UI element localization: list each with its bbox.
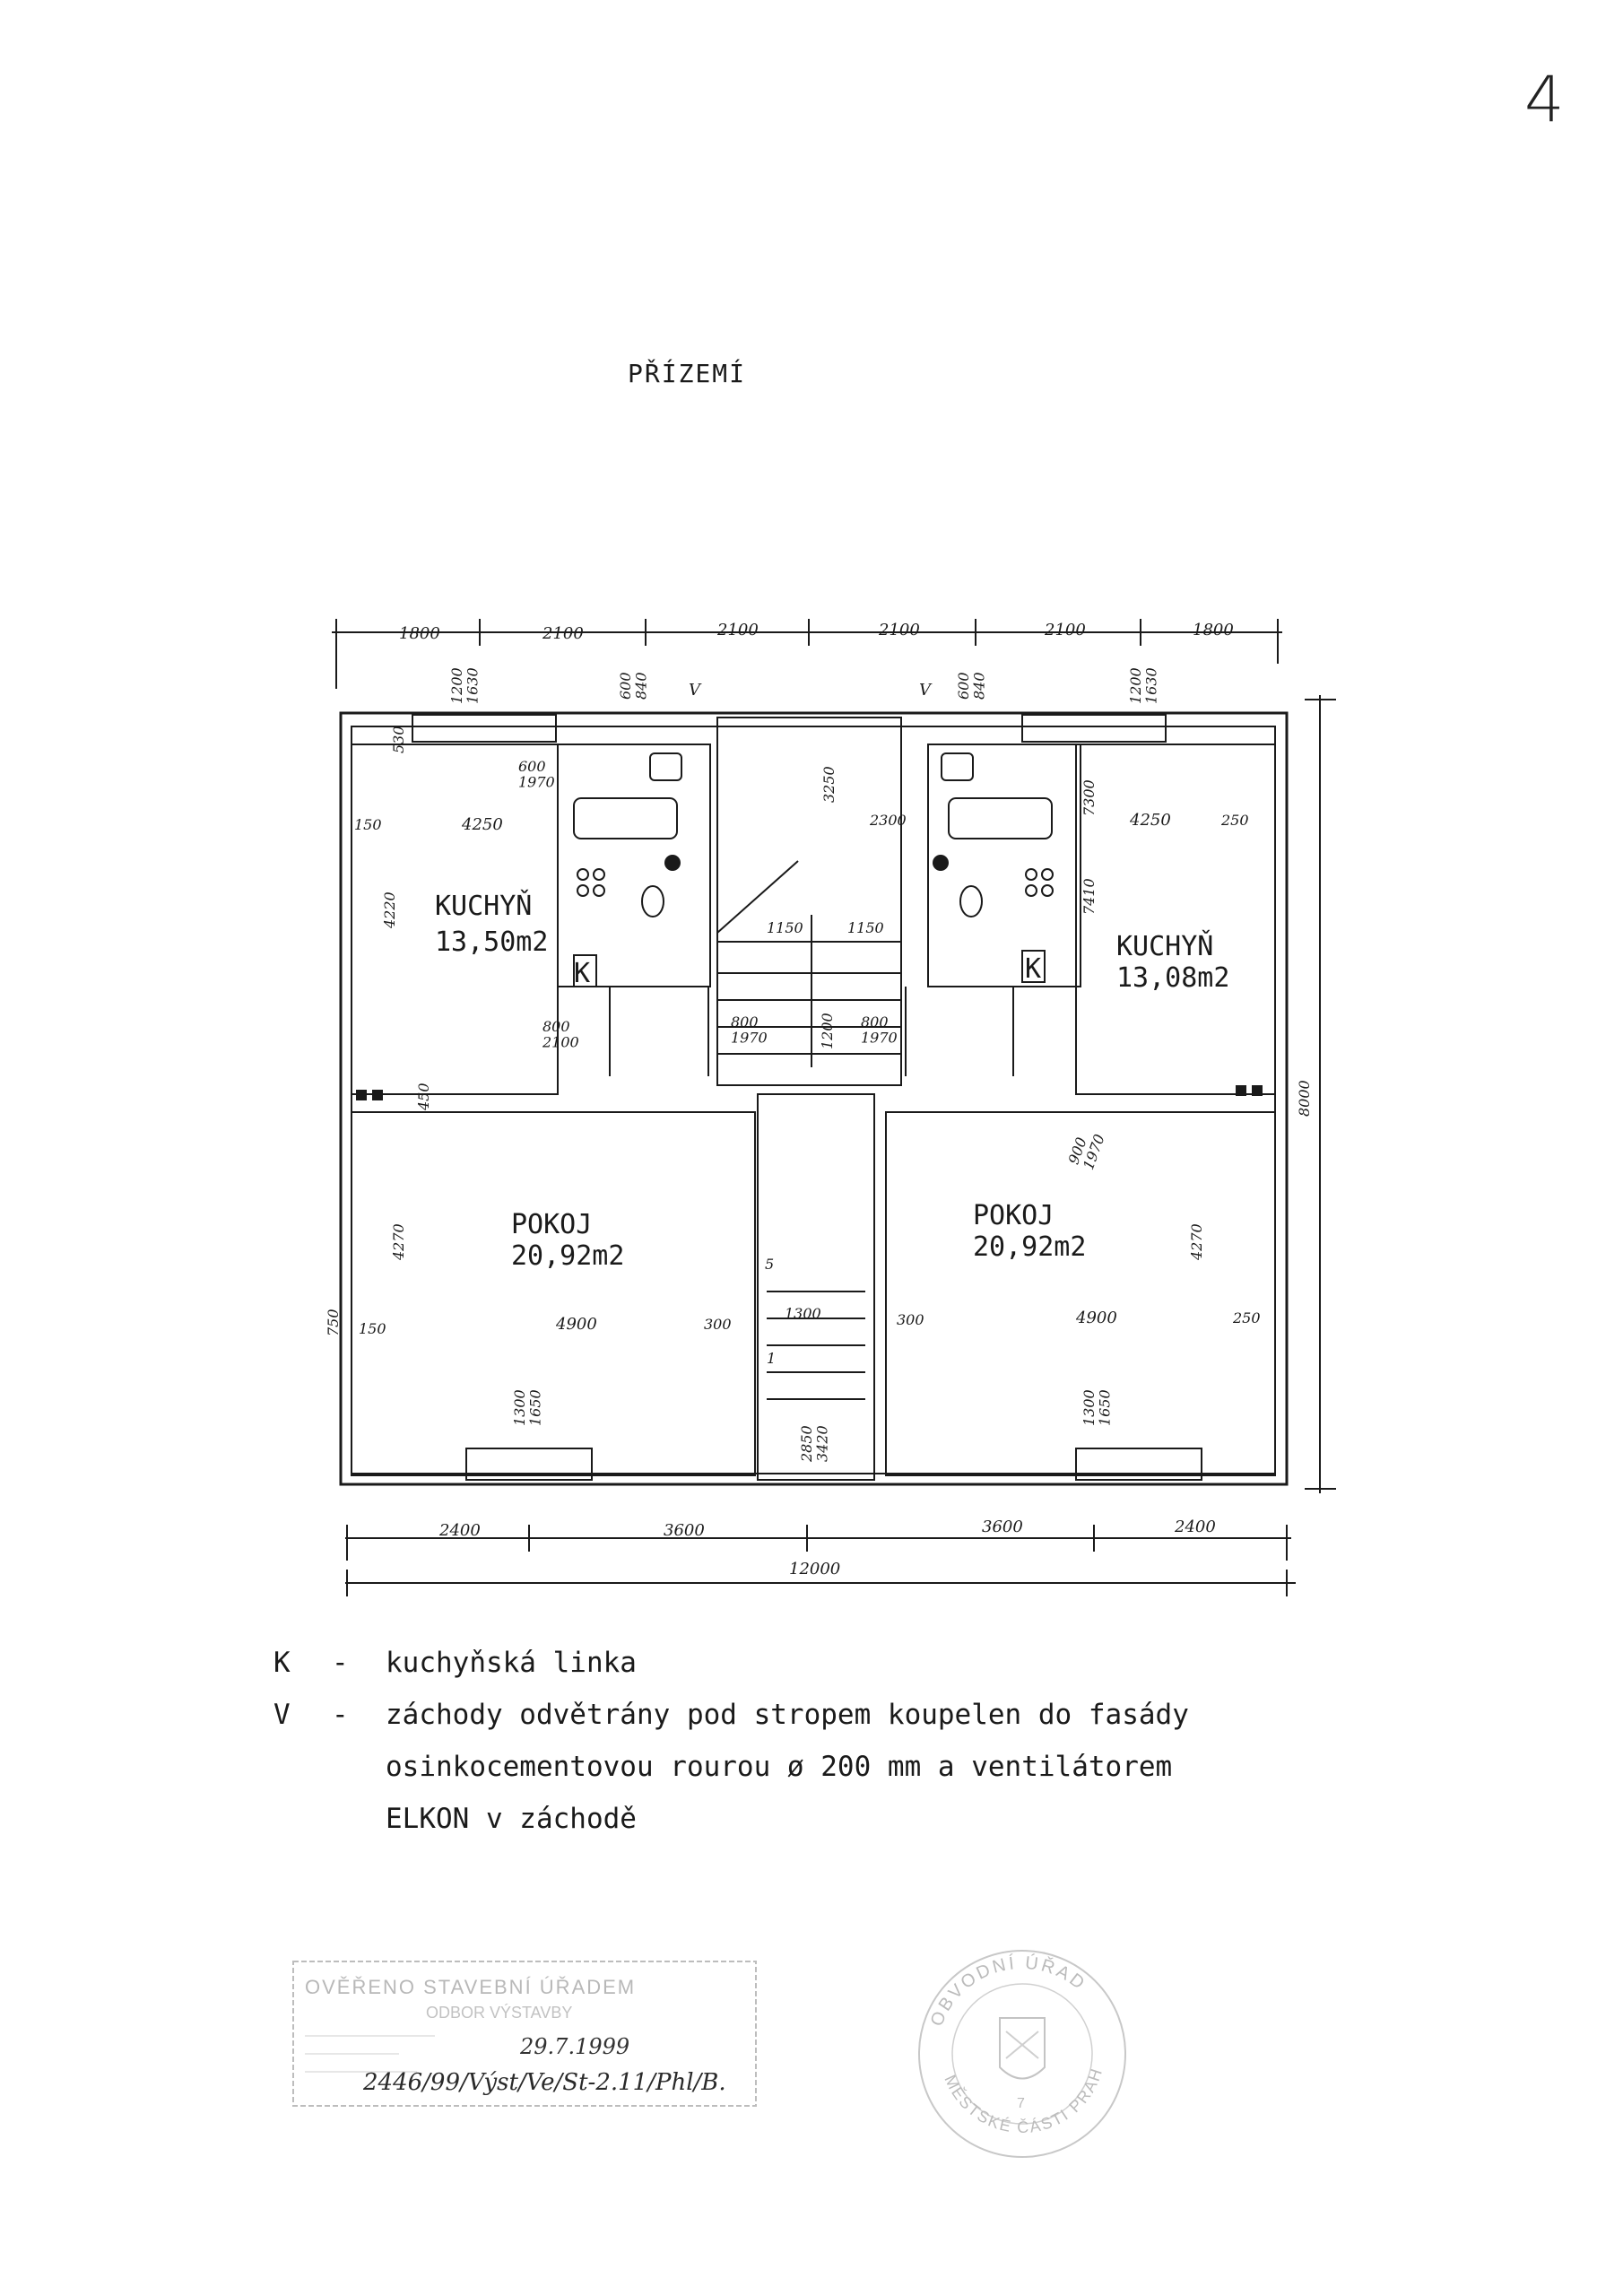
dim-150-b: 150 bbox=[359, 1320, 386, 1337]
dim-bottom-2: 3600 bbox=[664, 1521, 705, 1540]
kitchen-left-name: KUCHYŇ bbox=[435, 890, 532, 922]
kitchen-right-name: KUCHYŇ bbox=[1116, 930, 1213, 962]
legend-text: osinkocementovou rourou ø 200 mm a venti… bbox=[386, 1751, 1173, 1783]
dim-4270-right: 4270 bbox=[1188, 1223, 1205, 1261]
dim-1150-a: 1150 bbox=[767, 919, 803, 936]
dim-top-4: 2100 bbox=[878, 621, 920, 639]
legend-dash: - bbox=[332, 1699, 349, 1731]
dim-7300: 7300 bbox=[1081, 779, 1098, 816]
dim-4270-left: 4270 bbox=[390, 1223, 407, 1261]
legend-key bbox=[273, 1793, 332, 1845]
svg-text:7: 7 bbox=[1017, 2096, 1025, 2111]
dim-2850-3420: 28503420 bbox=[798, 1425, 831, 1463]
legend: K - kuchyňská linka V - záchody odvětrán… bbox=[273, 1637, 1189, 1845]
dim-1300: 1300 bbox=[785, 1305, 821, 1322]
dim-750: 750 bbox=[325, 1309, 342, 1336]
dim-450: 450 bbox=[415, 1083, 432, 1111]
room-right-name: POKOJ bbox=[973, 1200, 1054, 1231]
legend-row: osinkocementovou rourou ø 200 mm a venti… bbox=[273, 1741, 1189, 1793]
room-right-area: 20,92m2 bbox=[973, 1231, 1086, 1263]
legend-key bbox=[273, 1741, 332, 1793]
dim-250-a: 250 bbox=[1220, 812, 1249, 829]
dim-300-right: 300 bbox=[897, 1311, 924, 1328]
dim-1300-1650-left: 13001650 bbox=[511, 1389, 544, 1426]
svg-text:29.7.1999: 29.7.1999 bbox=[519, 2034, 629, 2059]
page-number: 4 bbox=[1524, 63, 1565, 136]
kitchen-right-area: 13,08m2 bbox=[1116, 962, 1229, 994]
legend-text: kuchyňská linka bbox=[386, 1647, 637, 1679]
room-left-name: POKOJ bbox=[511, 1209, 592, 1240]
dim-3250: 3250 bbox=[820, 766, 838, 803]
legend-text: ELKON v záchodě bbox=[386, 1803, 637, 1835]
stair-mark-1: 1 bbox=[767, 1350, 776, 1367]
dim-4900-left: 4900 bbox=[555, 1315, 597, 1334]
stair-mark-5: 5 bbox=[765, 1256, 774, 1273]
dim-overall-height: 8000 bbox=[1296, 1080, 1313, 1117]
dim-600-840-left: 600840 bbox=[617, 672, 650, 700]
dim-4250-left: 4250 bbox=[461, 815, 503, 834]
dim-4900-right: 4900 bbox=[1075, 1309, 1117, 1327]
mark-v-right: V bbox=[919, 681, 933, 700]
dim-150-a: 150 bbox=[354, 816, 382, 833]
dim-bottom-1: 2400 bbox=[438, 1521, 481, 1540]
legend-text: záchody odvětrány pod stropem koupelen d… bbox=[386, 1699, 1189, 1731]
svg-text:ODBOR VÝSTAVBY: ODBOR VÝSTAVBY bbox=[426, 2004, 572, 2022]
legend-key: K bbox=[273, 1647, 291, 1679]
dim-600-840-right: 600840 bbox=[955, 672, 988, 700]
legend-row: ELKON v záchodě bbox=[273, 1793, 1189, 1845]
legend-key: V bbox=[273, 1699, 291, 1731]
dim-2300: 2300 bbox=[869, 812, 907, 829]
dim-1200: 1200 bbox=[819, 1013, 836, 1049]
page-title: PŘÍZEMÍ bbox=[628, 359, 747, 388]
dim-4220: 4220 bbox=[381, 891, 398, 929]
svg-text:2446/99/Výst/Ve/St-2.11/Phl/B.: 2446/99/Výst/Ve/St-2.11/Phl/B. bbox=[362, 2069, 726, 2096]
dim-bottom-3: 3600 bbox=[982, 1518, 1023, 1536]
mark-v-left: V bbox=[689, 681, 702, 700]
legend-dash: - bbox=[332, 1647, 349, 1679]
dim-7410: 7410 bbox=[1081, 878, 1098, 915]
dim-1200-1630-left: 12001630 bbox=[448, 667, 482, 704]
dim-bottom-4: 2400 bbox=[1174, 1518, 1216, 1536]
kitchen-left-area: 13,50m2 bbox=[435, 926, 548, 958]
svg-text:OVĚŘENO STAVEBNÍ ÚŘADEM: OVĚŘENO STAVEBNÍ ÚŘADEM bbox=[305, 1976, 636, 1998]
room-left-area: 20,92m2 bbox=[511, 1240, 624, 1272]
dim-4250-right: 4250 bbox=[1129, 811, 1171, 830]
dim-top-2: 2100 bbox=[542, 624, 584, 643]
mark-k-right: K bbox=[1025, 953, 1041, 985]
legend-dash bbox=[332, 1793, 386, 1845]
legend-dash bbox=[332, 1741, 386, 1793]
dim-total-width: 12000 bbox=[789, 1560, 840, 1578]
dim-250-b: 250 bbox=[1232, 1309, 1261, 1326]
dim-300-left: 300 bbox=[704, 1316, 732, 1333]
dim-top-6: 1800 bbox=[1193, 621, 1234, 639]
dim-1150-b: 1150 bbox=[847, 919, 884, 936]
dim-900-1970: 9001970 bbox=[1064, 1126, 1107, 1172]
dim-top-3: 2100 bbox=[716, 621, 759, 639]
dim-530: 530 bbox=[390, 726, 407, 753]
dim-1200-1630-right: 12001630 bbox=[1127, 667, 1160, 704]
approval-stamp: OVĚŘENO STAVEBNÍ ÚŘADEM ODBOR VÝSTAVBY 2… bbox=[292, 1961, 757, 2107]
dim-1300-1650-right: 13001650 bbox=[1081, 1389, 1114, 1426]
legend-row: K - kuchyňská linka bbox=[273, 1637, 1189, 1689]
dim-top-5: 2100 bbox=[1044, 621, 1086, 639]
legend-row: V - záchody odvětrány pod stropem koupel… bbox=[273, 1689, 1189, 1741]
office-seal: OBVODNÍ ÚŘAD MĚSTSKÉ ČÁSTI PRAHA 7 bbox=[906, 1942, 1126, 2158]
mark-k-left: K bbox=[574, 958, 590, 989]
dim-top-1: 1800 bbox=[399, 624, 440, 643]
